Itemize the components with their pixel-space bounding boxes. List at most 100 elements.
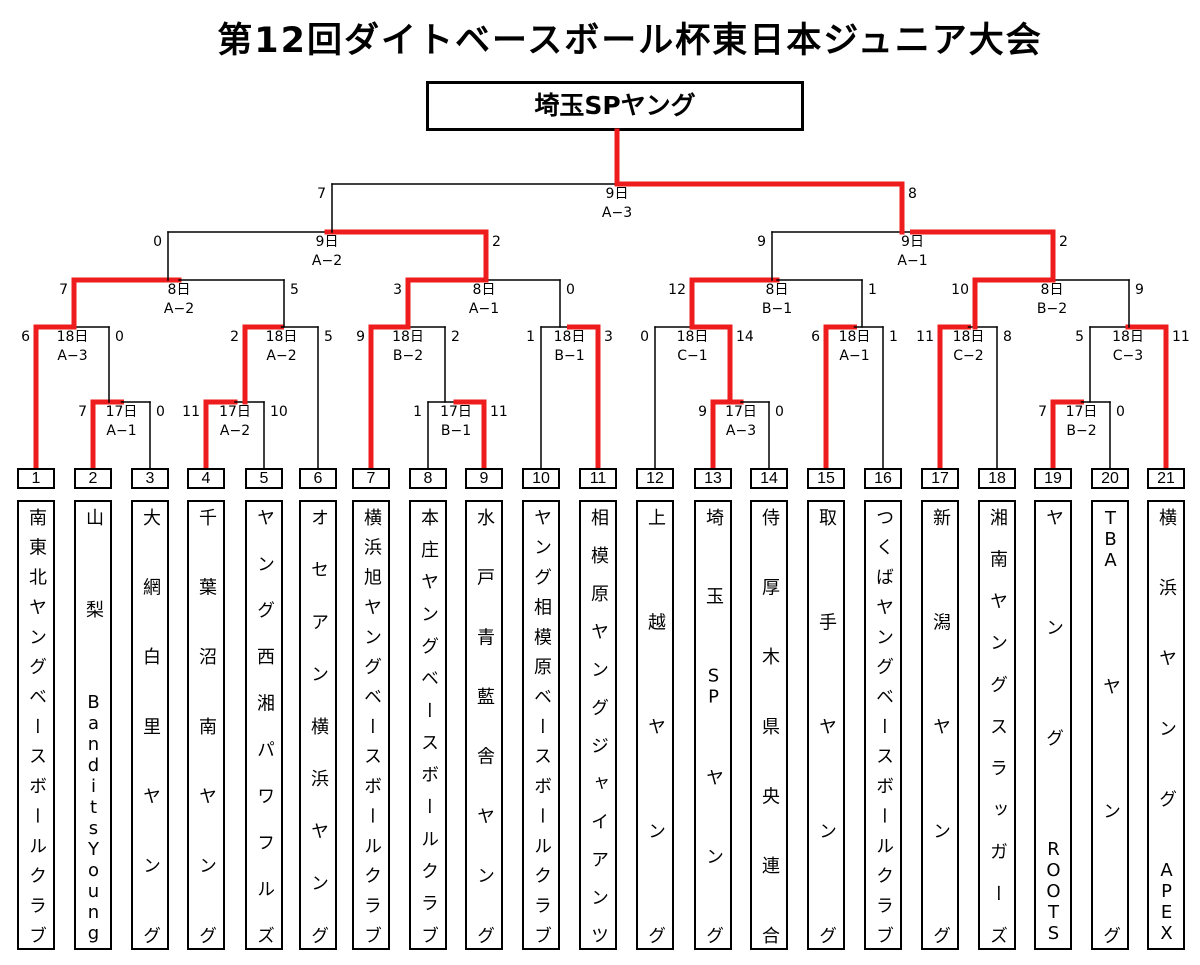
team-seed-1: 1 [17,468,55,489]
team-name-2: 山梨BanditsYoung [83,508,104,944]
match-date-r1_13_14: 17日 [725,404,757,420]
team-seed-7: 7 [352,468,390,489]
team-box-5: ヤング西湘パワフルズ [245,500,283,950]
score-right-r1_4_5: 10 [270,404,288,420]
score-left-r2_1_w23: 6 [21,329,30,345]
team-name-17: 新潟ヤング [930,508,951,944]
team-name-4: 千葉沼南ヤング [196,508,217,944]
score-left-r1_2_3: 7 [78,404,87,420]
team-name-20: TBAヤング [1100,508,1121,944]
team-box-8: 本庄ヤングベースボールクラブ [409,500,447,950]
team-seed-17: 17 [921,468,959,489]
team-box-20: TBAヤング [1091,500,1129,950]
score-right-r2_1_w23: 0 [115,329,124,345]
team-box-4: 千葉沼南ヤング [187,500,225,950]
team-name-8: 本庄ヤングベースボールクラブ [418,508,439,944]
score-right-r2_17_18: 8 [1003,329,1012,345]
match-code-r2_w1920_21: C−3 [1113,348,1143,364]
match-date-qf3: 8日 [766,282,789,298]
score-left-r1_19_20: 7 [1038,404,1047,420]
score-right-r1_2_3: 0 [156,404,165,420]
match-code-r1_13_14: A−3 [726,423,756,439]
match-code-r2_1_w23: A−3 [57,348,87,364]
team-seed-8: 8 [409,468,447,489]
team-seed-3: 3 [131,468,169,489]
score-left-r2_12_w1314: 0 [640,329,649,345]
page-title: 第12回ダイトベースボール杯東日本ジュニア大会 [217,21,1043,61]
team-name-6: オセアン横浜ヤング [308,508,329,944]
team-seed-9: 9 [465,468,503,489]
score-right-r2_12_w1314: 14 [736,329,754,345]
team-box-3: 大網白里ヤング [131,500,169,950]
match-code-qf2: A−1 [469,301,499,317]
match-date-r2_w1920_21: 18日 [1112,329,1144,345]
score-right-r2_w1920_21: 11 [1172,329,1190,345]
team-name-14: 侍厚木県央連合 [759,508,780,944]
match-code-qf1: A−2 [164,301,194,317]
team-seed-16: 16 [864,468,902,489]
score-right-qf4: 9 [1135,282,1144,298]
team-seed-5: 5 [245,468,283,489]
match-code-sf2: A−1 [897,253,927,269]
score-right-qf1: 5 [290,282,299,298]
match-date-r2_15_16: 18日 [839,329,871,345]
match-code-r2_17_18: C−2 [953,348,983,364]
match-code-r1_4_5: A−2 [220,423,250,439]
match-code-r2_10_11: B−1 [554,348,584,364]
team-box-15: 取手ヤング [807,500,845,950]
score-left-sf1: 0 [153,234,162,250]
match-code-r2_w45_6: A−2 [266,348,296,364]
match-date-final: 9日 [606,186,629,202]
match-code-r2_15_16: A−1 [839,348,869,364]
team-box-2: 山梨BanditsYoung [74,500,112,950]
score-left-qf4: 10 [951,282,969,298]
score-left-qf1: 7 [59,282,68,298]
score-right-r2_w45_6: 5 [324,329,333,345]
score-left-r1_4_5: 11 [182,404,200,420]
team-box-14: 侍厚木県央連合 [750,500,788,950]
team-box-9: 水戸青藍舎ヤング [465,500,503,950]
team-name-21: 横浜ヤングAPEX [1156,508,1177,944]
score-left-r1_13_14: 9 [698,404,707,420]
team-name-11: 相模原ヤングジャイアンツ [588,508,609,944]
team-name-13: 埼玉SPヤング [703,508,724,944]
match-date-qf2: 8日 [473,282,496,298]
match-code-r1_19_20: B−2 [1066,423,1096,439]
match-code-qf4: B−2 [1037,301,1067,317]
team-box-12: 上越ヤング [636,500,674,950]
team-seed-21: 21 [1147,468,1185,489]
score-right-r1_19_20: 0 [1116,404,1125,420]
match-date-r1_2_3: 17日 [106,404,138,420]
team-name-18: 湘南ヤングスラッガーズ [987,508,1008,944]
team-seed-18: 18 [978,468,1016,489]
score-left-final: 7 [317,186,326,202]
team-name-19: ヤングROOTS [1043,508,1064,944]
score-right-final: 8 [908,186,917,202]
score-left-qf3: 12 [668,282,686,298]
team-name-12: 上越ヤング [645,508,666,944]
score-right-r2_15_16: 1 [889,329,898,345]
match-code-sf1: A−2 [312,253,342,269]
team-box-16: つくばヤングベースボールクラブ [864,500,902,950]
match-date-r2_10_11: 18日 [554,329,586,345]
match-date-qf1: 8日 [168,282,191,298]
match-date-r1_8_9: 17日 [440,404,472,420]
score-left-r2_10_11: 1 [526,329,535,345]
match-code-r2_7_w89: B−2 [393,348,423,364]
team-box-21: 横浜ヤングAPEX [1147,500,1185,950]
score-right-r1_13_14: 0 [775,404,784,420]
score-left-r2_7_w89: 9 [356,329,365,345]
match-code-qf3: B−1 [762,301,792,317]
match-date-sf2: 9日 [901,234,924,250]
team-seed-11: 11 [579,468,617,489]
match-code-r1_2_3: A−1 [106,423,136,439]
team-seed-6: 6 [299,468,337,489]
match-code-r1_8_9: B−1 [441,423,471,439]
team-seed-19: 19 [1034,468,1072,489]
score-right-qf3: 1 [868,282,877,298]
team-seed-2: 2 [74,468,112,489]
team-box-13: 埼玉SPヤング [694,500,732,950]
score-left-sf2: 9 [757,234,766,250]
team-seed-14: 14 [750,468,788,489]
